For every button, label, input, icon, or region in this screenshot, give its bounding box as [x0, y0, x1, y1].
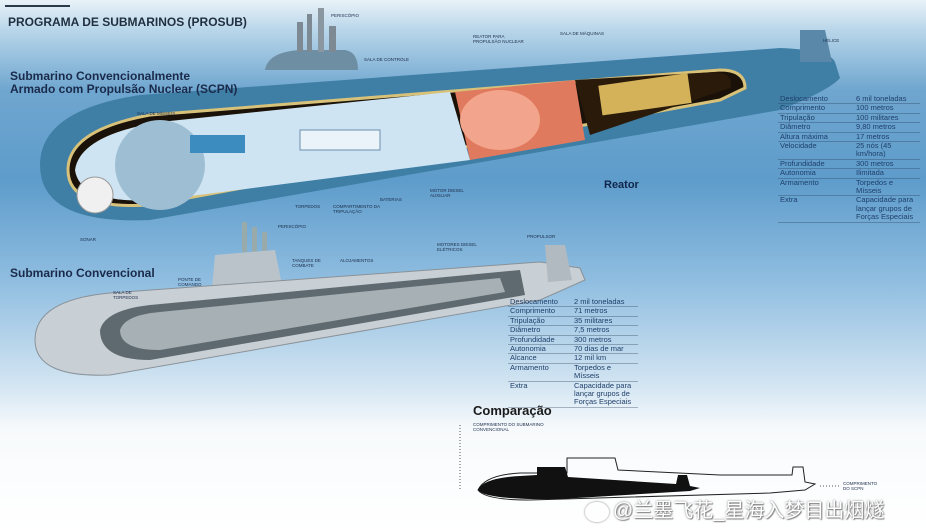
reator-label: Reator [604, 179, 639, 191]
spec-key: Diâmetro [508, 325, 572, 336]
title-rule [5, 5, 70, 7]
label-control-room: Sala de controle [364, 57, 410, 62]
spec-key: Deslocamento [778, 94, 854, 105]
spec-key: Velocidade [778, 141, 854, 160]
spec-value: 100 militares [854, 113, 920, 124]
label-conv-length: Comprimento do submarino convencional [473, 422, 544, 432]
spec-key: Comprimento [778, 104, 854, 114]
label-bridge: Ponte de comando [178, 277, 202, 287]
spec-key: Extra [508, 381, 572, 408]
comparison-heading: Comparação [473, 403, 552, 418]
spec-value: 35 militares [572, 316, 638, 327]
conventional-submarine [34, 222, 586, 376]
label-quarters: Alojamentos [340, 258, 374, 263]
spec-value: Capacidade para lançar grupos de Forças … [572, 381, 638, 408]
label-conv-periscope: Periscópio [278, 224, 307, 229]
nuclear-heading-line1: Submarino Convencionalmente [10, 69, 191, 83]
spec-key: Armamento [778, 178, 854, 197]
spec-value: 2 mil toneladas [572, 297, 638, 308]
conventional-heading: Submarino Convencional [10, 266, 155, 280]
spec-value: 25 nós (45 km/hora) [854, 141, 920, 160]
spec-key: Autonomia [778, 168, 854, 179]
label-missile-room: Sala de mísseis [137, 111, 176, 116]
spec-key: Diâmetro [778, 122, 854, 133]
label-diesel: Motor diesel auxiliar [430, 188, 464, 198]
spec-value: 71 metros [572, 307, 638, 317]
spec-value: 100 metros [854, 104, 920, 114]
spec-value: 300 metros [854, 159, 920, 170]
comparison-silhouettes [459, 425, 840, 501]
spec-value: 7,5 metros [572, 325, 638, 336]
spec-value: Torpedos e Mísseis [572, 363, 638, 382]
spec-value: Torpedos e Mísseis [854, 178, 920, 197]
label-batteries: Baterias [380, 197, 402, 202]
spec-key: Extra [778, 196, 854, 223]
spec-key: Profundidade [778, 159, 854, 170]
spec-value: 300 metros [572, 335, 638, 346]
spec-value: 9,80 metros [854, 122, 920, 133]
label-conv-propeller: Propulsor [527, 234, 556, 239]
spec-value: 6 mil toneladas [854, 94, 920, 105]
weibo-logo-icon [585, 501, 609, 522]
label-tanks: Tanques de combate [292, 258, 321, 268]
label-propeller: Hélice [823, 38, 840, 43]
label-torpedo-room: Sala de torpedos [113, 290, 139, 300]
spec-key: Comprimento [508, 307, 572, 317]
label-scpn-length: Comprimento do SCPN [843, 481, 878, 491]
spec-value: 12 mil km [572, 354, 638, 364]
label-periscope: Periscópio [331, 13, 360, 18]
spec-key: Alcance [508, 354, 572, 364]
label-engines: Motores diesel elétricos [437, 242, 477, 252]
spec-value: Ilimitada [854, 168, 920, 179]
label-reactor: Reator para propulsão nuclear [473, 34, 524, 44]
label-sonar: Sonar [80, 237, 97, 242]
watermark: @兰墨飞花_星海入梦目出烟燧 [585, 494, 884, 523]
spec-key: Autonomia [508, 344, 572, 355]
spec-value: 17 metros [854, 132, 920, 143]
label-machine-room: Sala de máquinas [560, 31, 605, 36]
spec-key: Altura máxima [778, 132, 854, 143]
spec-key: Tripulação [508, 316, 572, 327]
spec-key: Tripulação [778, 113, 854, 124]
spec-value: 70 dias de mar [572, 344, 638, 355]
spec-value: Capacidade para lançar grupos de Forças … [854, 196, 920, 223]
page-title: PROGRAMA DE SUBMARINOS (PROSUB) [8, 15, 247, 29]
label-crew: Compartimento da tripulação [333, 204, 380, 214]
watermark-text: @兰墨飞花_星海入梦目出烟燧 [613, 500, 885, 522]
label-torpedoes: Torpedos [295, 204, 321, 209]
spec-key: Armamento [508, 363, 572, 382]
spec-key: Deslocamento [508, 297, 572, 308]
nuclear-submarine [40, 8, 840, 221]
spec-key: Profundidade [508, 335, 572, 346]
nuclear-heading-line2: Armado com Propulsão Nuclear (SCPN) [10, 82, 238, 96]
